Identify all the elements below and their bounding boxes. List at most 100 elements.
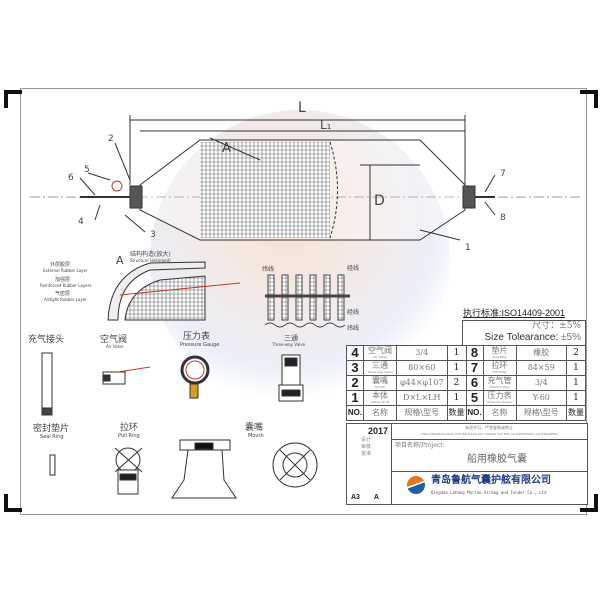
header-no: NO. [346, 405, 364, 421]
item-no-text: 4 [351, 345, 359, 360]
item-name-text: 充气管 [487, 376, 512, 385]
item-no: 5 [465, 390, 484, 406]
item-no-text: 3 [351, 360, 359, 375]
item-qty-text: 1 [573, 378, 579, 388]
item-no: 1 [346, 390, 364, 406]
item-name-text: 囊嘴 [372, 376, 388, 385]
item-no-text: 2 [351, 375, 359, 390]
item-qty-text: 1 [453, 363, 460, 373]
item-spec: D×L×LH [396, 390, 448, 406]
item-no: 7 [465, 360, 484, 376]
part-air-valve-en: Air Valve [106, 344, 124, 349]
tolerance-cn: 尺寸：±5% [532, 321, 581, 331]
dim-L: L [298, 100, 306, 116]
company-logo [407, 476, 425, 494]
item-no-text: 6 [470, 375, 479, 390]
weave-weft-bottom: 纬线 [347, 324, 359, 332]
item-qty: 1 [566, 375, 586, 391]
item-qty: 1 [566, 390, 586, 406]
section-title: A [116, 254, 124, 267]
item-no: 2 [346, 375, 364, 391]
header-qty-text: 数量 [448, 408, 465, 417]
callout-6: 6 [68, 173, 74, 183]
part-threeway-en: Three-way Valve [271, 342, 306, 347]
item-spec: φ44×φ107 [396, 375, 448, 391]
corner-mark [4, 90, 22, 108]
item-qty-text: 2 [453, 378, 460, 388]
item-qty: 1 [446, 345, 467, 361]
callout-2: 2 [108, 134, 114, 144]
item-name-text: 三通 [372, 361, 388, 370]
signoff: 批准 [361, 451, 372, 457]
item-spec-text: D×L×LH [403, 393, 441, 402]
part-air-valve-cn: 空气阀 [100, 333, 127, 345]
header-name-text: 名称 [372, 408, 388, 417]
item-spec-text: 3/4 [534, 378, 548, 387]
section-caption-cn: 结构构造(放大) [130, 250, 171, 258]
drawing-year: 2017 [367, 426, 388, 436]
corner-mark [580, 494, 598, 512]
part-pull-ring-cn: 拉环 [120, 421, 138, 433]
item-spec-text: 80×60 [408, 363, 436, 372]
corner-mark [4, 494, 22, 512]
header-no-text: NO. [347, 408, 363, 417]
item-qty-text: 1 [453, 393, 460, 403]
layer-airtight-cn: 气密层 [55, 290, 70, 297]
callout-5: 5 [84, 165, 90, 175]
tolerance-value: ±5% [561, 332, 581, 343]
header-name-text: 名称 [491, 408, 508, 417]
item-spec: 80×60 [396, 360, 448, 376]
item-no: 6 [465, 375, 484, 391]
header-no: NO. [465, 405, 484, 421]
drawing-frame [20, 88, 587, 515]
part-pull-ring-en: Pull Ring [118, 433, 140, 439]
item-no-text: 5 [470, 390, 479, 405]
signoff: 设计 [361, 437, 372, 443]
item-no-text: 1 [351, 390, 359, 405]
item-qty-text: 1 [573, 363, 579, 373]
item-name-text: 拉环 [491, 361, 508, 370]
header-qty-text: 数量 [568, 408, 584, 417]
item-name-text: 压力表 [487, 391, 512, 400]
revision: A [373, 494, 379, 501]
item-no: 8 [465, 345, 484, 361]
item-name-en: Airbag Body [370, 400, 390, 404]
dim-D: D [374, 193, 385, 209]
weave-warp-bottom: 经线 [347, 308, 359, 316]
title-block: 2017 设计 审核 批准 A3 A 未经许可，严禁复制或转让 THIS DRA… [346, 423, 588, 505]
item-name-text: 本体 [372, 391, 388, 400]
weave-warp-top: 经线 [347, 264, 359, 272]
item-no-text: 8 [470, 345, 479, 360]
layer-reinforced-en: Reinforced Rubber Layers [40, 283, 91, 288]
weave-detail [264, 274, 350, 328]
item-name-en: Seal Ring [492, 355, 507, 359]
part-gauge-cn: 压力表 [183, 330, 210, 342]
item-name-text: 垫片 [491, 346, 508, 355]
layer-external-en: External Rubber Layer [43, 268, 88, 273]
copyright-notice-en: THIS DRAWING MAY NOT BE USED OR COPIED E… [420, 432, 558, 436]
item-no: 4 [346, 345, 364, 361]
item-qty: 1 [446, 390, 467, 406]
callout-7: 7 [500, 169, 506, 179]
item-name-en: Pull Ring [492, 370, 507, 374]
item-qty: 1 [446, 360, 467, 376]
item-spec-text: Y-60 [532, 393, 550, 402]
item-name-text: 空气阀 [368, 346, 392, 355]
section-detail [107, 261, 241, 321]
item-name-en: Three-way Valve [367, 370, 393, 374]
item-qty-text: 1 [573, 393, 579, 403]
header-spec: 规格\型号 [396, 405, 448, 421]
sheet-size: A3 [351, 494, 360, 501]
